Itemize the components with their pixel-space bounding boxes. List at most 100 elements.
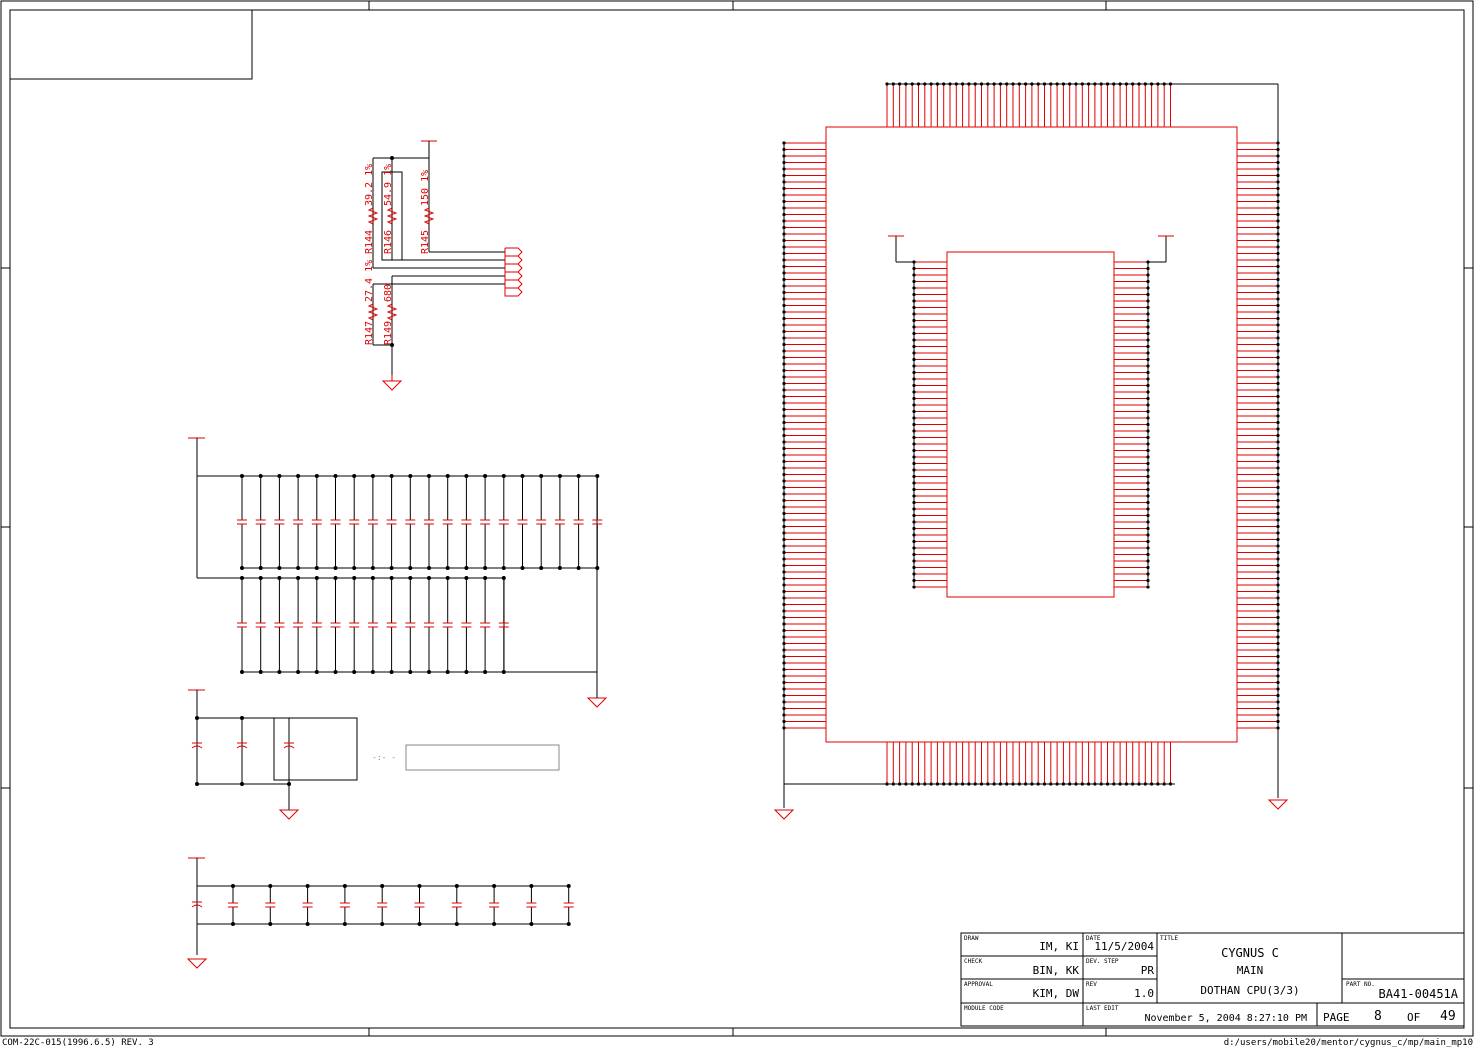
capacitor-bank-lower <box>186 857 574 969</box>
cpu-pin <box>954 82 958 127</box>
cpu-pin <box>782 167 826 171</box>
cpu-pin <box>912 383 947 388</box>
offpage-connectors <box>504 247 523 297</box>
cpu-pin <box>912 357 947 362</box>
cpu-pin <box>912 546 947 550</box>
cpu-pin <box>910 742 914 786</box>
r146-value: 54.9 1% <box>383 164 394 206</box>
capacitor <box>237 474 247 570</box>
cpu-pin <box>912 344 947 349</box>
form-code: COM-22C-015(1996.6.5) REV. 3 <box>2 1038 154 1047</box>
cpu-pin <box>782 505 826 509</box>
cpu-pin <box>935 742 940 786</box>
cpu-pin <box>1093 82 1097 127</box>
cpu-pin <box>912 318 947 323</box>
cpu-pin <box>1237 420 1280 425</box>
cpu-pin <box>1237 375 1280 379</box>
cpu-pin <box>1237 674 1280 678</box>
cpu-pin <box>992 742 996 786</box>
cpu-pin <box>1237 466 1280 470</box>
cpu-pin <box>912 377 947 381</box>
cpu-pin <box>782 544 826 548</box>
cpu-pin <box>912 526 947 531</box>
cpu-pin <box>891 742 895 786</box>
cpu-pin <box>782 284 826 288</box>
part-no-label: PART NO. <box>1346 981 1375 988</box>
capacitor <box>265 884 276 926</box>
cpu-pin <box>1150 742 1154 786</box>
cpu-pin <box>782 258 826 262</box>
cpu-pin <box>1114 286 1150 290</box>
capacitor <box>480 474 491 570</box>
cpu-pin <box>1237 303 1280 308</box>
cpu-pin <box>1030 742 1034 786</box>
capacitor <box>451 884 462 926</box>
cpu-pin <box>1118 82 1122 127</box>
approval-value: KIM, DW <box>1033 987 1080 1000</box>
date-label: DATE <box>1086 935 1101 942</box>
cpu-pin <box>1162 742 1166 786</box>
cpu-pin <box>1114 273 1150 277</box>
capacitor <box>274 474 285 570</box>
cpu-inner-body <box>946 251 1115 598</box>
capacitor <box>592 474 603 570</box>
cpu-pin <box>1005 82 1009 127</box>
cpu-pin <box>1237 297 1280 301</box>
cpu-pin <box>912 416 947 420</box>
cpu-pin <box>782 719 826 724</box>
cpu-pin <box>1114 455 1150 459</box>
cpu-pin <box>954 742 958 786</box>
cpu-outer-body <box>825 126 1238 743</box>
cpu-pin <box>782 628 826 633</box>
cpu-pin <box>1237 550 1280 555</box>
cpu-pin <box>1237 609 1280 613</box>
cpu-pin <box>1124 742 1128 786</box>
cpu-pin <box>782 349 826 353</box>
cpu-pin <box>912 429 947 433</box>
cpu-pin <box>782 622 826 626</box>
capacitor <box>526 884 537 926</box>
cpu-pin <box>912 539 947 544</box>
cpu-pin <box>782 199 826 204</box>
cpu-pin <box>1237 713 1280 717</box>
capacitor <box>536 474 547 570</box>
cpu-pin <box>1237 505 1280 509</box>
cpu-pin <box>1237 700 1280 704</box>
cpu-pin <box>1017 82 1021 127</box>
cpu-pin <box>782 420 826 425</box>
cpu-pin <box>1114 344 1150 349</box>
cpu-pin <box>1074 742 1078 786</box>
cpu-pin <box>1156 82 1160 127</box>
cpu-pin <box>910 82 914 127</box>
cpu-pin <box>1237 589 1280 594</box>
cpu-pin <box>1055 82 1059 127</box>
cpu-pin <box>782 492 826 496</box>
cpu-pin <box>1114 338 1150 342</box>
cpu-pin <box>1068 82 1072 127</box>
cpu-pin <box>782 615 826 620</box>
capacitor-row-lower <box>237 576 509 674</box>
cpu-pin <box>1114 429 1150 433</box>
cpu-pin <box>1080 742 1084 786</box>
cpu-pin <box>1237 648 1280 652</box>
cpu-pin <box>1114 494 1150 498</box>
cpu-pin <box>912 578 947 583</box>
cpu-pin <box>1156 742 1160 786</box>
capacitor <box>255 474 266 570</box>
cpu-pin <box>782 154 826 158</box>
cpu-pin <box>1118 742 1122 786</box>
capacitor <box>461 474 472 570</box>
cpu-pin <box>1042 742 1047 786</box>
cpu-pin <box>782 414 826 418</box>
cpu-pin <box>1237 160 1280 165</box>
cpu-pin <box>1237 453 1280 457</box>
cpu-pin <box>782 687 826 691</box>
cpu-pin <box>1114 552 1150 557</box>
cpu-pin <box>1114 481 1150 485</box>
cpu-pin <box>782 641 826 646</box>
cpu-pin <box>1237 706 1280 711</box>
cpu-pin <box>1237 264 1280 269</box>
check-label: CHECK <box>964 958 982 965</box>
cpu-pin <box>912 455 947 459</box>
